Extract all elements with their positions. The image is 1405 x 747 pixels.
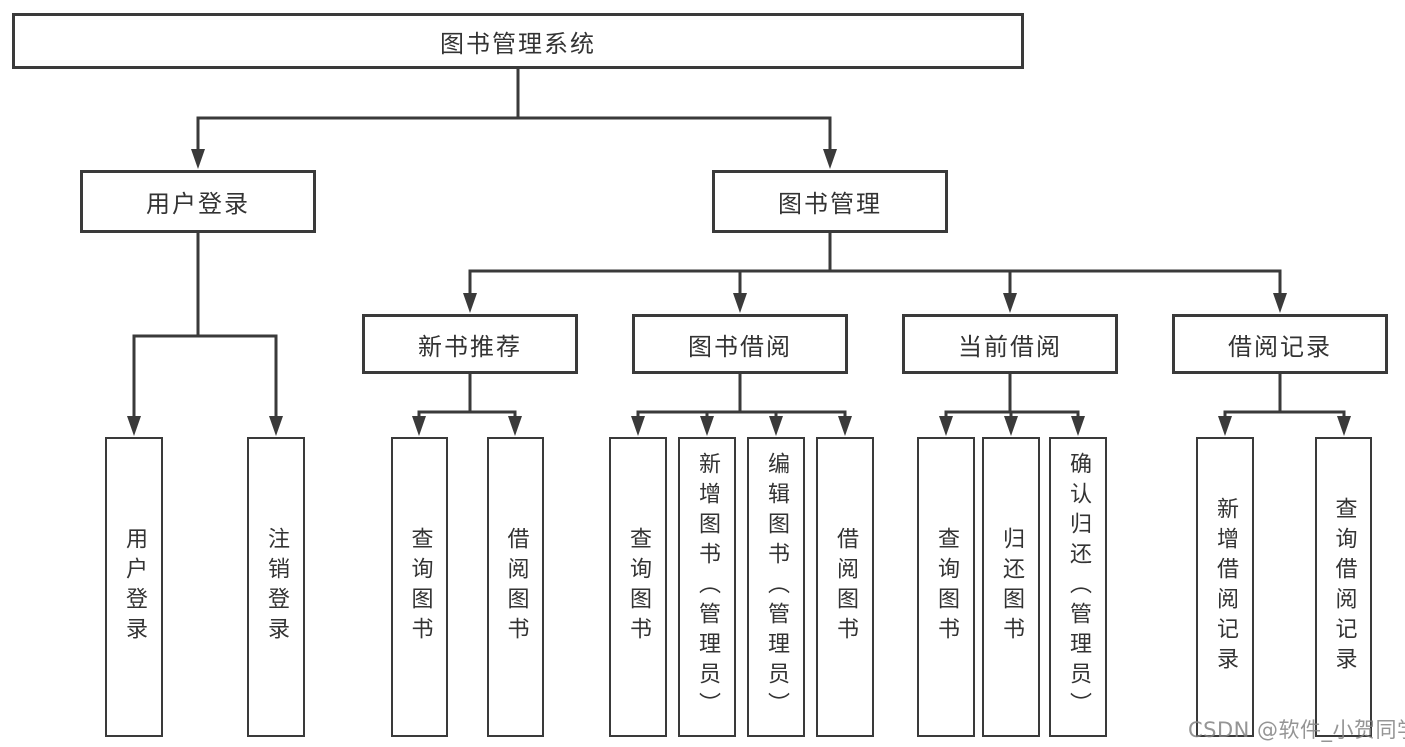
leaf-record-query: 查询借阅记录 [1315, 437, 1372, 737]
leaf-record-add-label: 新增借阅记录 [1213, 497, 1238, 677]
leaf-bookborrow-query: 查询图书 [609, 437, 667, 737]
leaf-user-login-label: 用户登录 [122, 527, 147, 647]
leaf-bookborrow-borrow: 借阅图书 [816, 437, 874, 737]
node-borrow-record-label: 借阅记录 [1228, 332, 1332, 361]
node-book-mgmt-label: 图书管理 [778, 190, 882, 218]
leaf-newbook-borrow: 借阅图书 [487, 437, 544, 737]
leaf-bookborrow-borrow-label: 借阅图书 [833, 527, 858, 647]
leaf-current-query-label: 查询图书 [934, 527, 959, 647]
leaf-newbook-query-label: 查询图书 [407, 527, 433, 647]
leaf-bookborrow-edit-label: 编辑图书（管理员） [764, 452, 789, 722]
leaf-newbook-borrow-label: 借阅图书 [503, 527, 529, 647]
leaf-bookborrow-query-label: 查询图书 [626, 527, 651, 647]
node-user-login: 用户登录 [80, 170, 316, 233]
node-borrow-record: 借阅记录 [1172, 314, 1388, 374]
node-current-borrow: 当前借阅 [902, 314, 1118, 374]
node-new-book: 新书推荐 [362, 314, 578, 374]
leaf-logout-label: 注销登录 [264, 527, 289, 647]
leaf-current-query: 查询图书 [917, 437, 975, 737]
leaf-record-query-label: 查询借阅记录 [1331, 497, 1357, 677]
node-root-label: 图书管理系统 [440, 29, 596, 58]
leaf-bookborrow-edit: 编辑图书（管理员） [747, 437, 805, 737]
leaf-record-add: 新增借阅记录 [1196, 437, 1254, 737]
leaf-bookborrow-add: 新增图书（管理员） [678, 437, 736, 737]
leaf-newbook-query: 查询图书 [391, 437, 448, 737]
leaf-logout: 注销登录 [247, 437, 305, 737]
leaf-current-confirm-label: 确认归还（管理员） [1066, 452, 1091, 722]
node-book-mgmt: 图书管理 [712, 170, 948, 233]
node-new-book-label: 新书推荐 [418, 332, 522, 361]
leaf-current-confirm: 确认归还（管理员） [1049, 437, 1107, 737]
node-book-borrow-label: 图书借阅 [688, 332, 792, 361]
node-user-login-label: 用户登录 [146, 190, 250, 218]
leaf-current-return: 归还图书 [982, 437, 1040, 737]
leaf-user-login: 用户登录 [105, 437, 163, 737]
node-root: 图书管理系统 [12, 13, 1024, 69]
leaf-bookborrow-add-label: 新增图书（管理员） [695, 452, 720, 722]
node-current-borrow-label: 当前借阅 [958, 332, 1062, 361]
node-book-borrow: 图书借阅 [632, 314, 848, 374]
watermark: CSDN @软件_小贺同学 [1188, 718, 1405, 742]
leaf-current-return-label: 归还图书 [999, 527, 1024, 647]
